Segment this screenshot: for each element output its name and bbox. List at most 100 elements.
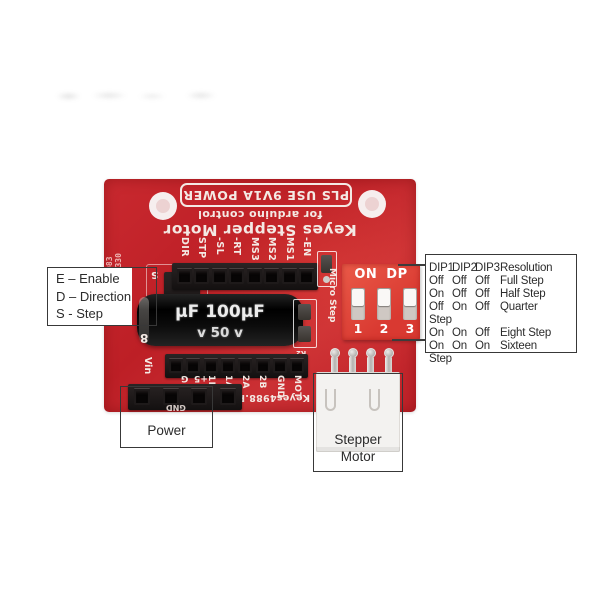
dip-table-leader-top [398, 264, 426, 266]
board-subtitle: for arduino control [197, 208, 323, 221]
power-socket-pin [191, 388, 207, 405]
dip-table-leader-bottom [392, 339, 426, 341]
capacitor-end-highlight [139, 297, 149, 343]
r1-solder-dot [323, 276, 330, 283]
dip-table-cell: On [452, 340, 467, 352]
stepper-motor-label: Stepper Motor [313, 431, 403, 465]
warning-text: PLS USE 9V1A POWER [182, 188, 350, 203]
control-pin-header [172, 263, 318, 290]
mounting-hole-left-center [156, 199, 170, 213]
dip-table-cell: Step [429, 353, 452, 365]
dip-table-cell: Off [452, 275, 467, 287]
header-socket-pin [272, 358, 287, 373]
header-socket-pin [169, 358, 183, 373]
power-socket-pin [162, 388, 179, 405]
capacitor-silkscreen-8: 8 [140, 331, 149, 345]
legend-line-enable: E – Enable [56, 271, 120, 286]
aux-g-label: G [181, 373, 189, 383]
power-socket-pin [219, 388, 236, 405]
motor-pin-header [165, 354, 308, 378]
dip-number: 2 [379, 321, 389, 336]
r2-resistor-bottom [298, 326, 311, 342]
header-socket-pin [229, 268, 245, 284]
control-pin-label: -SL [213, 237, 225, 256]
dip-dp-label: DP [386, 267, 408, 282]
dip-slider[interactable] [351, 288, 365, 320]
dip-table-cell: Half Step [500, 288, 546, 300]
dip-table-cell: On [452, 301, 467, 313]
capacitor-value-line1: µF 100µF [175, 302, 265, 322]
stepper-label-line2: Motor [340, 449, 376, 464]
power-pin-header [128, 384, 242, 410]
dip-slider-knob [404, 289, 416, 306]
dip-table-cell [452, 353, 475, 365]
control-pin-label: MS1 [283, 237, 295, 262]
connector-shadow [316, 447, 400, 452]
board-title: Keyes Stepper Motor [163, 221, 357, 239]
header-socket-pin [203, 358, 218, 373]
control-pin-label: MS2 [266, 237, 278, 262]
dip-table-box [425, 254, 577, 353]
control-pin-label: DIR [178, 237, 190, 257]
header-socket-pin [186, 358, 201, 373]
capacitor [137, 294, 303, 346]
dip-table-cell: Eight Step [500, 327, 552, 339]
dip-table-cell: Quarter [500, 301, 538, 313]
dip-table-cell: DIP1 [429, 262, 454, 274]
mounting-hole-right-center [365, 197, 379, 211]
pin-legend-box [47, 267, 157, 326]
dip-table-cell: Full Step [500, 275, 544, 287]
connector-metal-pin [349, 357, 356, 374]
dip-table-row: Step [429, 353, 500, 365]
dip-on-label: ON [354, 267, 378, 282]
vin-label: Vin [142, 357, 153, 375]
dip-table-cell: DIP3 [475, 262, 500, 274]
dip-table-cell: Resolution [500, 262, 553, 274]
dip-table-cell: Off [475, 301, 490, 313]
dip-table-cell: Off [475, 275, 490, 287]
dip-table-cell: On [429, 327, 444, 339]
dip-slider[interactable] [403, 288, 417, 320]
dip-table-cell: Sixteen [500, 340, 537, 352]
dip-slider[interactable] [377, 288, 391, 320]
watermark-smudge [45, 88, 240, 103]
dip-slider-knob [378, 289, 390, 306]
dip-table-row: Step [429, 314, 500, 326]
power-socket-pin [134, 388, 150, 405]
r1-resistor [321, 255, 332, 273]
header-socket-pin [211, 268, 227, 284]
dip-table-cell [475, 353, 500, 365]
dip-table-cell: Off [452, 288, 467, 300]
connector-metal-pin [331, 357, 338, 374]
stepper-motor-box [313, 373, 403, 472]
connector-latch-left [325, 389, 336, 411]
stepper-label-line1: Stepper [334, 432, 382, 447]
header-socket-pin [281, 268, 297, 284]
power-label: Power [147, 423, 186, 438]
header-socket-pin [255, 358, 270, 373]
header-socket-pin [220, 358, 235, 373]
header-socket-pin [290, 358, 305, 373]
control-pin-label: STP [196, 237, 208, 259]
control-pin-label: -EN [301, 237, 313, 257]
dip-on-dp-row: ON DP [342, 267, 420, 282]
dip-table-cell: DIP2 [452, 262, 477, 274]
r2-resistor-top [298, 304, 311, 320]
legend-line-step: S - Step [56, 306, 103, 321]
connector-metal-pin [385, 357, 392, 374]
power-box [120, 386, 213, 448]
dip-table-cell: On [429, 288, 444, 300]
stepper-connector[interactable] [316, 372, 400, 452]
connector-metal-pin [367, 357, 374, 374]
dip-table-cell: On [452, 327, 467, 339]
header-socket-pin [246, 268, 262, 284]
dip-number: 1 [353, 321, 363, 336]
